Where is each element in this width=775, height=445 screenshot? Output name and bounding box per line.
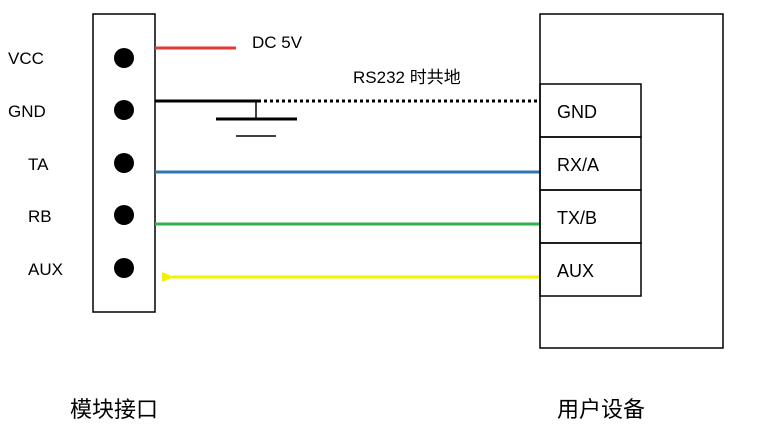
- port-label-gnd: GND: [557, 102, 597, 122]
- pin-dot-rb: [114, 205, 134, 225]
- user-device-box: [539, 13, 724, 349]
- power-annotation: DC 5V: [252, 33, 303, 52]
- pin-label-aux: AUX: [28, 260, 63, 279]
- pin-dot-aux: [114, 258, 134, 278]
- pin-label-vcc: VCC: [8, 49, 44, 68]
- pin-dot-vcc: [114, 48, 134, 68]
- port-label-rx: RX/A: [557, 155, 599, 175]
- pin-dot-ta: [114, 153, 134, 173]
- port-box-aux: [539, 242, 642, 297]
- pin-dot-gnd: [114, 100, 134, 120]
- common-ground-annotation: RS232 时共地: [353, 68, 461, 87]
- pin-label-ta: TA: [28, 155, 49, 174]
- module-box: [92, 13, 156, 313]
- port-label-aux: AUX: [557, 261, 594, 281]
- pin-label-gnd: GND: [8, 102, 46, 121]
- user-device-caption: 用户设备: [557, 398, 645, 423]
- port-label-tx: TX/B: [557, 208, 597, 228]
- module-caption: 模块接口: [70, 398, 158, 423]
- pin-label-rb: RB: [28, 207, 52, 226]
